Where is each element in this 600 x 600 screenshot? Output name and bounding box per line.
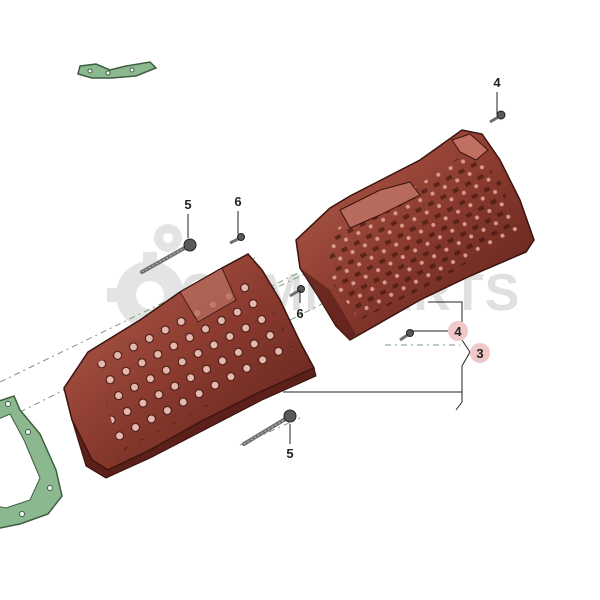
gasket-fragment-top xyxy=(77,61,158,79)
callout-5-bottom: 5 xyxy=(286,446,293,461)
bolt-long-left xyxy=(140,238,197,274)
gasket-bottom-left xyxy=(0,395,63,529)
bolt-short-mid xyxy=(289,285,305,298)
highlight-badge-3 xyxy=(470,343,490,363)
callout-6-left: 6 xyxy=(234,194,241,209)
callout-4-right: 4 xyxy=(454,324,462,339)
callout-6-mid: 6 xyxy=(296,306,303,321)
bolt-short-right xyxy=(399,329,414,342)
cylinder-head-left xyxy=(63,253,317,479)
callout-3-right: 3 xyxy=(476,346,483,361)
leader-lines xyxy=(187,92,498,444)
callout-4-top: 4 xyxy=(493,75,501,90)
bolt-long-bottom xyxy=(242,409,297,446)
callout-5-left: 5 xyxy=(184,197,191,212)
highlight-badge-4 xyxy=(448,321,468,341)
bolt-short-left xyxy=(229,233,245,245)
bolt-top-right xyxy=(489,110,506,124)
cylinder-head-right xyxy=(295,129,535,341)
